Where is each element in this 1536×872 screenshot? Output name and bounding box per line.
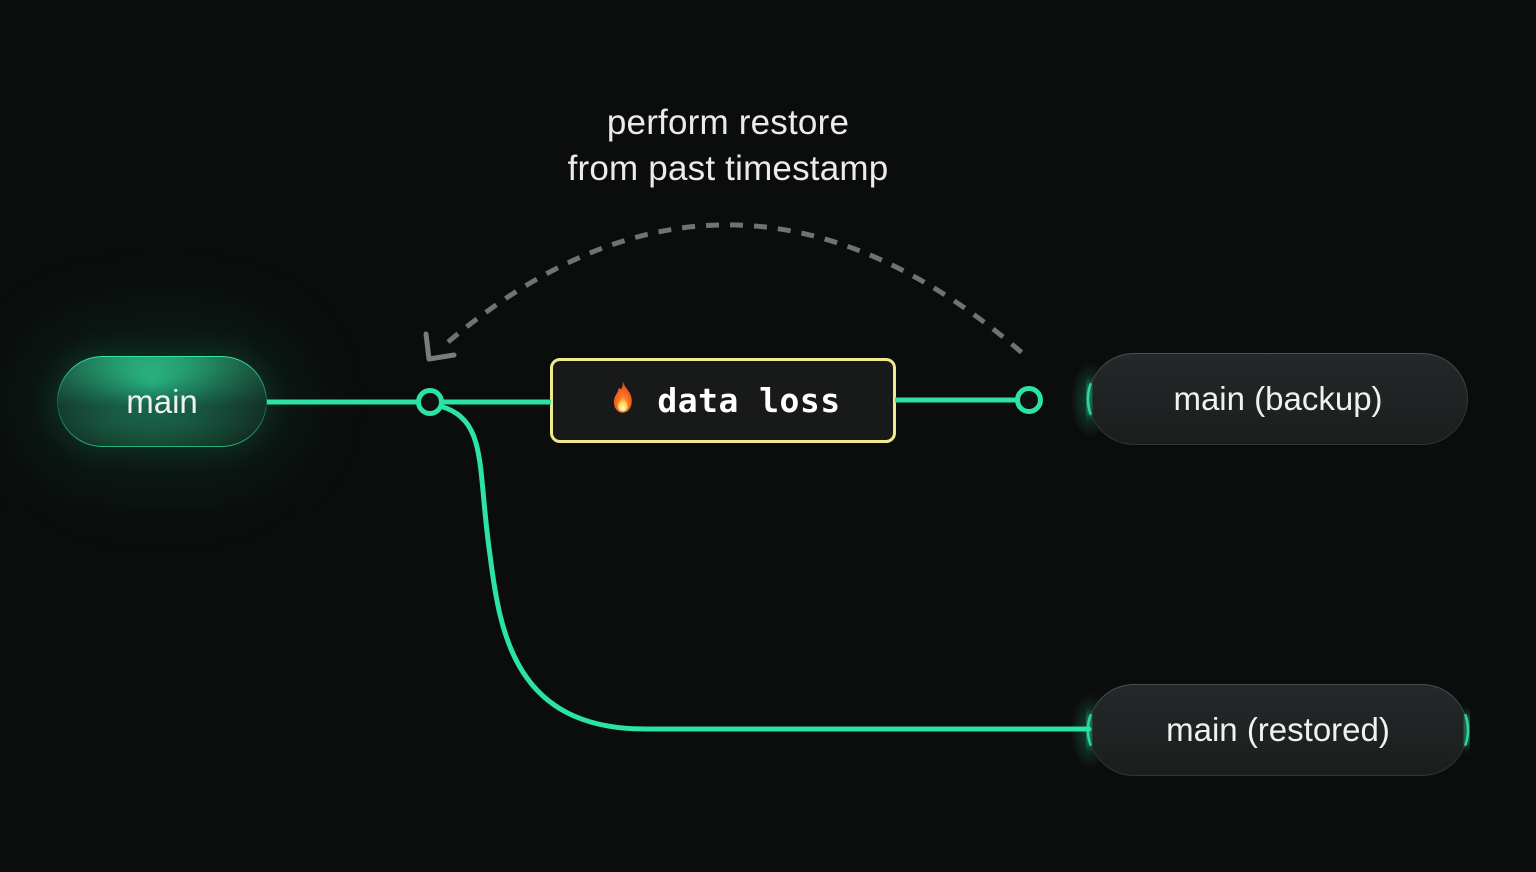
backup-commit-dot	[1015, 386, 1043, 414]
node-main-backup: main (backup)	[1088, 353, 1468, 445]
node-main-backup-label: main (backup)	[1173, 380, 1383, 417]
data-loss-label: data loss	[657, 381, 841, 420]
restore-arc-arrowhead-icon	[423, 331, 457, 362]
restore-caption-line1: perform restore	[606, 103, 850, 142]
node-main-label: main	[126, 382, 198, 420]
branch-point-dot	[416, 388, 444, 416]
restore-caption-line2: from past timestamp	[567, 149, 889, 188]
restore-arc-dashed	[446, 222, 1030, 360]
node-main-restored-label: main (restored)	[1166, 711, 1390, 748]
data-loss-box: data loss	[550, 358, 896, 443]
fire-icon	[614, 380, 633, 413]
restore-caption: perform restore from past timestamp	[378, 100, 1078, 192]
node-main: main	[57, 356, 267, 447]
wire-branch-to-restored	[437, 403, 1092, 732]
node-main-restored: main (restored)	[1088, 684, 1468, 776]
